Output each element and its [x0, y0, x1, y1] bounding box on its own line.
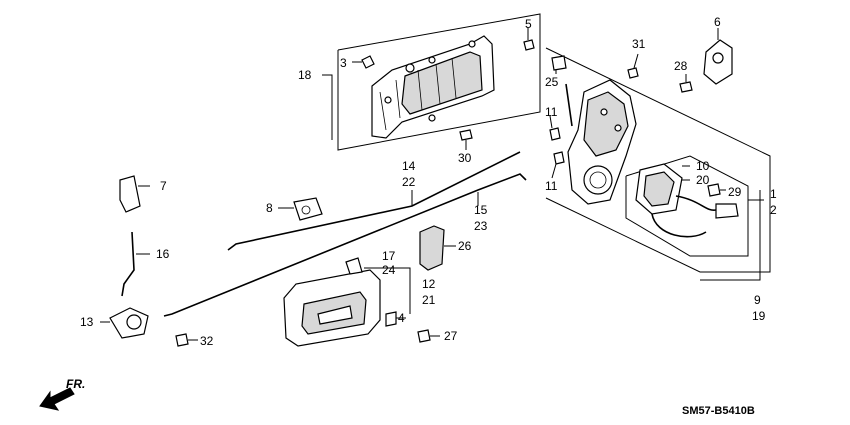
part-8-clip: [278, 197, 323, 221]
lock-cylinder-13: [100, 307, 149, 339]
callout-10: 10: [696, 159, 710, 173]
screw-27: [417, 329, 440, 343]
callout-31: 31: [632, 37, 646, 51]
callout-8: 8: [266, 201, 273, 215]
callout-20: 20: [696, 173, 710, 187]
callout-19: 19: [752, 309, 766, 323]
callout-25: 25: [545, 75, 559, 89]
callout-16: 16: [156, 247, 170, 261]
callout-24: 24: [382, 263, 396, 277]
screw-32: [175, 333, 198, 347]
front-direction-label: FR.: [66, 377, 85, 391]
door-lock-assembly: [545, 47, 771, 281]
part-7-bracket: [119, 175, 150, 213]
callout-29: 29: [728, 185, 742, 199]
diagram-code: SM57-B5410B: [682, 405, 755, 417]
callout-23: 23: [474, 219, 488, 233]
callout-17: 17: [382, 249, 396, 263]
rod-16: [121, 231, 150, 297]
striker-6: [679, 28, 733, 93]
callout-11a: 11: [545, 105, 558, 119]
callout-3: 3: [340, 56, 347, 70]
callout-11b: 11: [545, 179, 558, 193]
callout-26: 26: [458, 239, 472, 253]
callout-14: 14: [402, 159, 416, 173]
callout-22: 22: [402, 175, 416, 189]
outside-handle-assembly: [322, 13, 541, 151]
callout-12: 12: [422, 277, 436, 291]
callout-18: 18: [298, 68, 312, 82]
callout-1: 1: [770, 187, 777, 201]
callout-5: 5: [525, 17, 532, 31]
bolt-31: [627, 53, 639, 79]
rods: [163, 151, 527, 317]
pad-26: [419, 225, 456, 271]
callout-32: 32: [200, 334, 214, 348]
callout-4: 4: [398, 311, 405, 325]
callout-27: 27: [444, 329, 458, 343]
leader-lines: [549, 70, 764, 201]
callout-15: 15: [474, 203, 488, 217]
callout-9: 9: [754, 293, 761, 307]
callout-28: 28: [674, 59, 688, 73]
front-direction-arrow: FR.: [39, 377, 85, 411]
callout-13: 13: [80, 315, 94, 329]
callout-30: 30: [458, 151, 472, 165]
callout-21: 21: [422, 293, 436, 307]
inside-handle: [283, 257, 411, 347]
callout-6: 6: [714, 15, 721, 29]
callout-7: 7: [160, 179, 167, 193]
callout-2: 2: [770, 203, 777, 217]
